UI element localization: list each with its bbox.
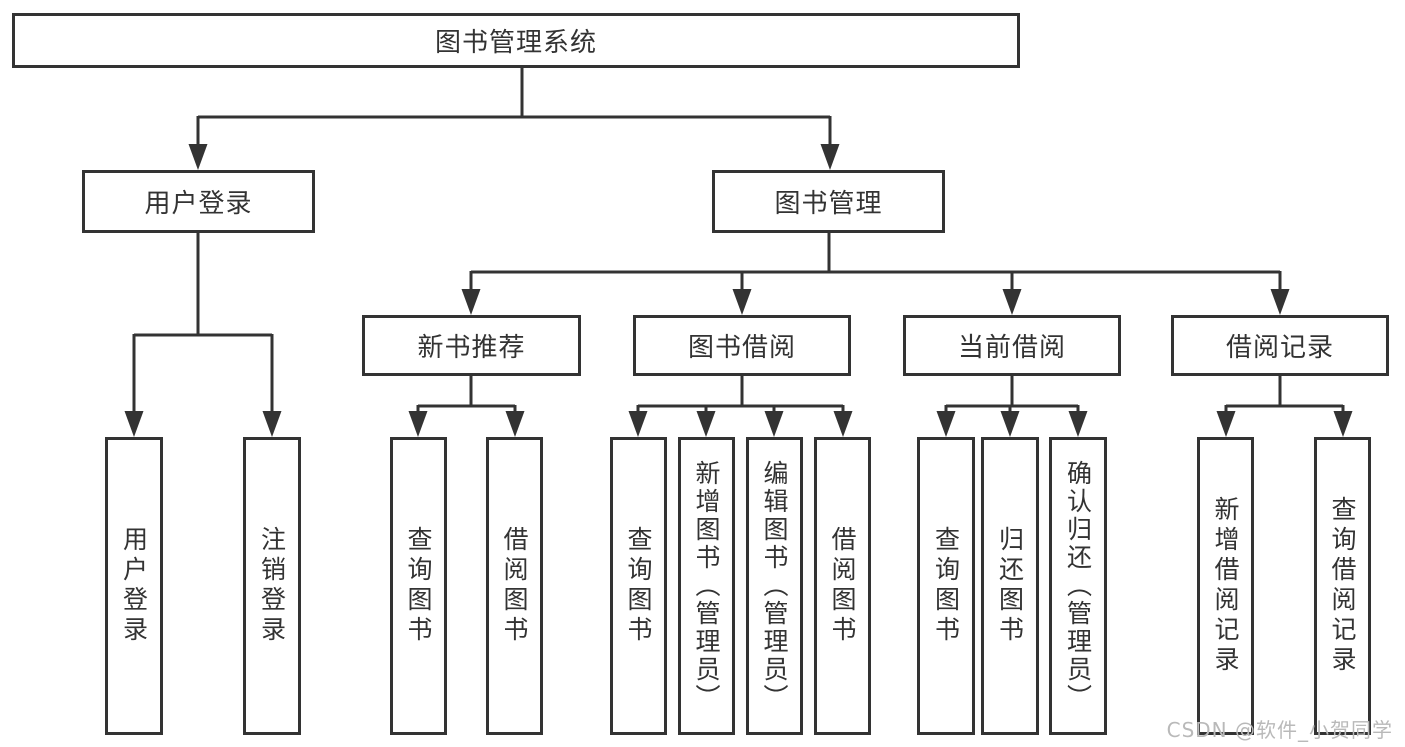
leaf-borrow-add-admin-label: 新增图书（管理员） — [692, 460, 721, 712]
leaf-records-query-label: 查询借阅记录 — [1328, 496, 1357, 676]
edge-current-borrow-children — [936, 376, 1088, 437]
leaf-current-return: 归还图书 — [981, 437, 1039, 735]
leaf-current-query: 查询图书 — [917, 437, 975, 735]
leaf-borrow-borrow-label: 借阅图书 — [828, 526, 857, 646]
edge-book-management-children — [461, 233, 1290, 315]
node-borrow-records-label: 借阅记录 — [1225, 333, 1334, 363]
leaf-current-query-label: 查询图书 — [931, 526, 961, 646]
leaf-records-add: 新增借阅记录 — [1197, 437, 1254, 735]
edge-borrow-records-children — [1216, 376, 1353, 437]
edge-root-children — [188, 68, 840, 170]
leaf-user-login: 用户登录 — [105, 437, 163, 735]
leaf-newbook-query-label: 查询图书 — [404, 526, 433, 646]
node-book-borrow-label: 图书借阅 — [687, 333, 796, 363]
watermark: CSDN @软件_小贺同学 — [1166, 718, 1393, 742]
leaf-logout-label: 注销登录 — [257, 526, 287, 646]
node-user-login-label: 用户登录 — [144, 189, 253, 219]
leaf-borrow-borrow: 借阅图书 — [814, 437, 871, 735]
leaf-borrow-edit-admin-label: 编辑图书（管理员） — [760, 460, 789, 712]
node-root-label: 图书管理系统 — [434, 28, 597, 58]
leaf-current-confirm-admin-label: 确认归还（管理员） — [1063, 460, 1093, 712]
leaf-records-query: 查询借阅记录 — [1314, 437, 1371, 735]
node-user-login: 用户登录 — [82, 170, 315, 233]
node-new-book-recommend: 新书推荐 — [362, 315, 581, 376]
leaf-current-confirm-admin: 确认归还（管理员） — [1049, 437, 1107, 735]
node-current-borrow: 当前借阅 — [903, 315, 1121, 376]
leaf-logout: 注销登录 — [243, 437, 301, 735]
edge-new-book-recommend-children — [408, 376, 525, 437]
leaf-newbook-borrow: 借阅图书 — [486, 437, 543, 735]
node-new-book-recommend-label: 新书推荐 — [417, 333, 526, 363]
node-book-management: 图书管理 — [712, 170, 945, 233]
node-book-borrow: 图书借阅 — [633, 315, 851, 376]
leaf-user-login-label: 用户登录 — [119, 526, 149, 646]
leaf-records-add-label: 新增借阅记录 — [1211, 496, 1240, 676]
node-current-borrow-label: 当前借阅 — [957, 333, 1066, 363]
leaf-borrow-query-label: 查询图书 — [624, 526, 653, 646]
node-borrow-records: 借阅记录 — [1171, 315, 1389, 376]
leaf-newbook-query: 查询图书 — [390, 437, 447, 735]
leaf-borrow-edit-admin: 编辑图书（管理员） — [746, 437, 803, 735]
edge-book-borrow-children — [628, 376, 853, 437]
leaf-borrow-query: 查询图书 — [610, 437, 667, 735]
edge-user-login-children — [124, 233, 282, 437]
leaf-current-return-label: 归还图书 — [995, 526, 1025, 646]
node-root: 图书管理系统 — [12, 13, 1020, 68]
leaf-newbook-borrow-label: 借阅图书 — [500, 526, 529, 646]
node-book-management-label: 图书管理 — [774, 189, 883, 219]
leaf-borrow-add-admin: 新增图书（管理员） — [678, 437, 735, 735]
